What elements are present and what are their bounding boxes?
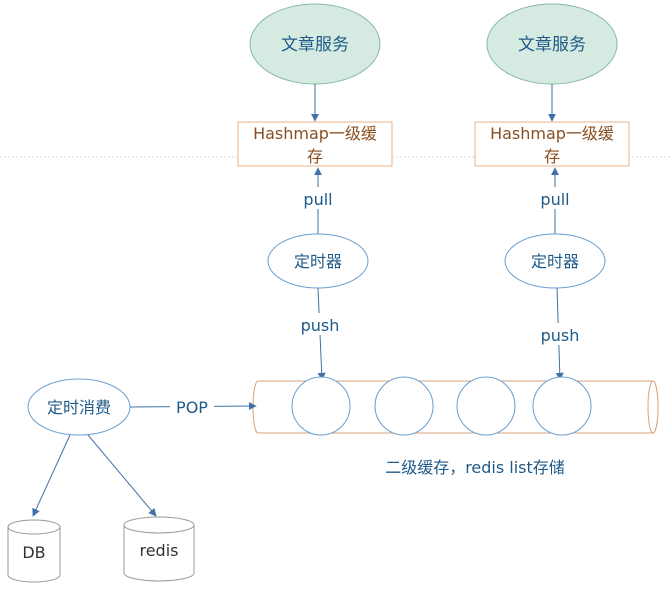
article-service-right: 文章服务	[486, 3, 618, 85]
db-cylinder: DB	[7, 519, 61, 583]
timer-left-label: 定时器	[294, 252, 342, 271]
pull-left-label: pull	[303, 190, 332, 209]
queue-item-3	[456, 376, 516, 436]
redis-label: redis	[139, 541, 178, 560]
article-service-right-label: 文章服务	[518, 35, 586, 55]
redis-list-queue	[252, 376, 659, 436]
push-left-label: push	[301, 316, 340, 335]
db-label: DB	[22, 543, 45, 562]
hashmap-cache-right-line2: 存	[544, 147, 560, 166]
pull-right-label: pull	[540, 190, 569, 209]
pop-label: POP	[176, 398, 208, 417]
hashmap-cache-left: Hashmap一级缓 存	[237, 121, 393, 167]
article-service-left: 文章服务	[249, 3, 381, 85]
article-service-left-label: 文章服务	[281, 35, 349, 55]
push-right-label: push	[541, 326, 580, 345]
pop-label-bg	[170, 396, 214, 418]
consumer-node: 定时消费	[27, 378, 131, 436]
hashmap-cache-right: Hashmap一级缓 存	[474, 121, 630, 167]
pull-left-bg	[296, 187, 340, 209]
edge-consumer-to-redis	[87, 434, 157, 517]
timer-left: 定时器	[267, 233, 369, 289]
push-right-bg	[536, 323, 584, 345]
queue-caption: 二级缓存，redis list存储	[385, 458, 565, 477]
queue-item-2	[374, 376, 434, 436]
hashmap-cache-left-line2: 存	[307, 147, 323, 166]
pull-right-bg	[533, 187, 577, 209]
queue-item-4	[532, 376, 592, 436]
timer-right-label: 定时器	[531, 252, 579, 271]
hashmap-cache-right-line1: Hashmap一级缓	[490, 124, 614, 143]
queue-item-1	[291, 376, 351, 436]
consumer-label: 定时消费	[47, 398, 111, 417]
edge-consumer-to-db	[32, 434, 71, 517]
timer-right: 定时器	[504, 233, 606, 289]
push-left-bg	[298, 313, 346, 335]
redis-cylinder: redis	[123, 516, 195, 582]
hashmap-cache-left-line1: Hashmap一级缓	[253, 124, 377, 143]
